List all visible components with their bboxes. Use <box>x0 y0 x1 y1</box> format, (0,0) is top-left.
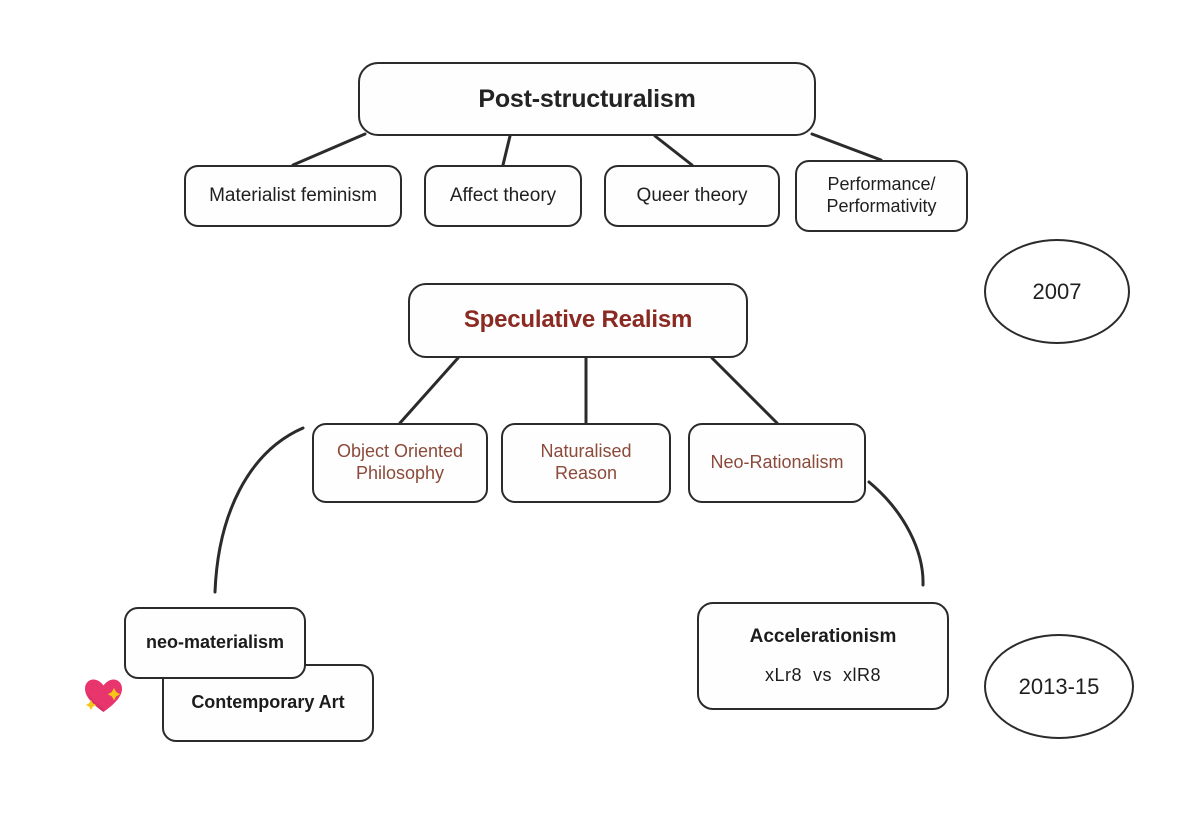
node-label-line1: Object Oriented <box>336 441 464 462</box>
edge-root-to-performance <box>810 132 883 162</box>
node-post-structuralism[interactable]: Post-structuralism <box>358 62 816 136</box>
node-label-line2: Performativity <box>826 196 937 216</box>
node-queer-theory[interactable]: Queer theory <box>604 165 780 227</box>
node-label-line1: Naturalised <box>540 441 632 462</box>
edge-root-to-queer-theory <box>653 134 694 167</box>
node-materialist-feminism[interactable]: Materialist feminism <box>184 165 402 227</box>
node-neo-rationalism[interactable]: Neo-Rationalism <box>688 423 866 503</box>
node-label: Accelerationism <box>749 625 897 647</box>
node-accelerationism[interactable]: Accelerationism xLr8 vs xlR8 <box>697 602 949 710</box>
node-sublabel: xLr8 vs xlR8 <box>764 664 882 685</box>
date-marker-label: 2013-15 <box>1018 673 1100 699</box>
edge-root-to-materialist-feminism <box>291 132 367 167</box>
node-speculative-realism[interactable]: Speculative Realism <box>408 283 748 358</box>
edge-sr-to-object-oriented <box>398 356 460 425</box>
edge-curve-neorationalism-to-accelerationism <box>867 480 925 587</box>
node-affect-theory[interactable]: Affect theory <box>424 165 582 227</box>
edge-curve-oop-to-neo-materialism <box>213 426 305 594</box>
date-marker-2007[interactable]: 2007 <box>984 239 1130 344</box>
node-label: Neo-Rationalism <box>710 452 844 473</box>
node-label: Speculative Realism <box>463 306 693 334</box>
node-label: Materialist feminism <box>209 184 377 206</box>
node-label: neo-materialism <box>145 632 285 653</box>
node-label: Post-structuralism <box>478 85 696 113</box>
node-label-line1: Performance/ <box>827 174 936 195</box>
node-label-line2: Philosophy <box>355 463 445 483</box>
node-object-oriented-philosophy[interactable]: Object Oriented Philosophy <box>312 423 488 503</box>
node-label-line2: Reason <box>554 463 618 483</box>
node-label: Queer theory <box>636 184 748 206</box>
node-neo-materialism[interactable]: neo-materialism <box>124 607 306 679</box>
node-label: Affect theory <box>449 184 557 206</box>
node-performance-performativity[interactable]: Performance/ Performativity <box>795 160 968 232</box>
node-naturalised-reason[interactable]: Naturalised Reason <box>501 423 671 503</box>
date-marker-label: 2007 <box>1032 278 1082 304</box>
date-marker-2013-15[interactable]: 2013-15 <box>984 634 1134 739</box>
sparkling-heart-icon <box>80 672 126 718</box>
edge-root-to-affect-theory <box>501 134 512 167</box>
node-label: Contemporary Art <box>191 692 345 713</box>
edge-sr-to-neo-rationalism <box>710 356 779 425</box>
